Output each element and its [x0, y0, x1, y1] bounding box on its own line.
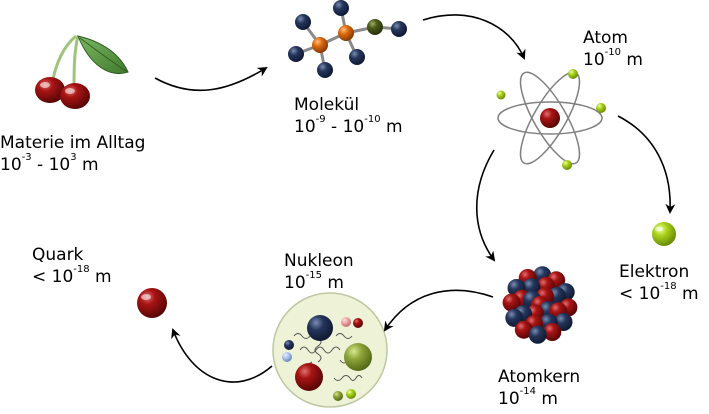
label-atom-scale: 10-10 m — [583, 47, 643, 71]
arrow-matter-to-molecule — [154, 66, 268, 92]
nucleus-particle — [502, 293, 521, 312]
arrow-nucleus-to-nucleon — [383, 289, 494, 332]
label-nucleus: Atomkern 10-14 m — [498, 366, 580, 410]
label-matter-scale: 10-3 - 103 m — [0, 152, 99, 176]
arrow-atom-to-electron — [617, 115, 676, 214]
quark-illustration — [137, 288, 167, 318]
arrow-molecule-to-atom — [422, 14, 526, 60]
label-nucleon-scale: 10-15 m — [284, 270, 344, 294]
cherries-illustration — [35, 34, 129, 109]
label-electron: Elektron < 10-18 m — [619, 261, 699, 305]
nucleus-particle — [543, 323, 562, 341]
nucleus-particle — [514, 320, 533, 339]
label-electron-name: Elektron — [619, 262, 690, 282]
label-quark-name: Quark — [32, 245, 84, 265]
label-molecule-scale: 10-9 - 10-10 m — [294, 114, 403, 138]
arrow-atom-to-nucleus — [475, 149, 496, 262]
molecule-atoms — [288, 0, 407, 78]
label-matter: Materie im Alltag 10-3 - 103 m — [0, 132, 145, 176]
label-quark: Quark < 10-18 m — [32, 244, 112, 288]
nucleus-particle — [528, 325, 547, 344]
nucleon-illustration — [272, 292, 388, 408]
label-electron-scale: < 10-18 m — [619, 281, 699, 305]
flow-arrows — [154, 14, 676, 383]
nucleus-illustration — [502, 266, 578, 344]
label-matter-name: Materie im Alltag — [0, 133, 146, 153]
electron-illustration — [652, 222, 676, 246]
label-atom-name: Atom — [583, 28, 628, 48]
label-molecule-name: Molekül — [294, 95, 360, 115]
label-nucleon: Nukleon 10-15 m — [284, 250, 354, 294]
label-nucleus-name: Atomkern — [498, 367, 581, 387]
label-nucleus-scale: 10-14 m — [498, 386, 558, 410]
atom-particles — [496, 69, 606, 170]
label-atom: Atom 10-10 m — [583, 27, 643, 71]
arrow-nucleon-to-quark — [171, 328, 273, 383]
label-molecule: Molekül 10-9 - 10-10 m — [294, 94, 403, 138]
label-quark-scale: < 10-18 m — [32, 264, 112, 288]
label-nucleon-name: Nukleon — [284, 251, 354, 271]
